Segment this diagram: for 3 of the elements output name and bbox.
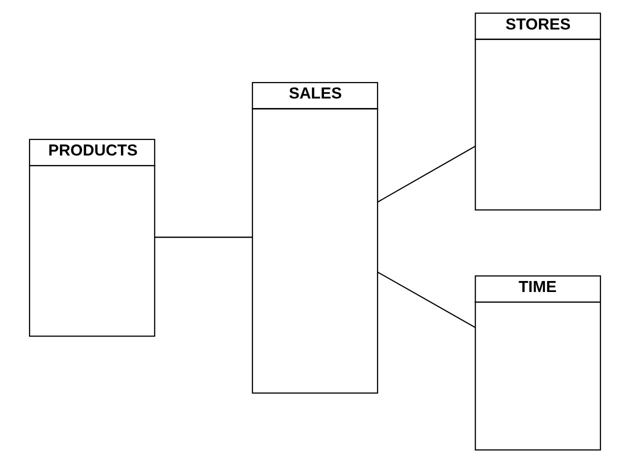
connector [377, 272, 476, 328]
connector [377, 146, 476, 203]
connector [154, 236, 252, 238]
